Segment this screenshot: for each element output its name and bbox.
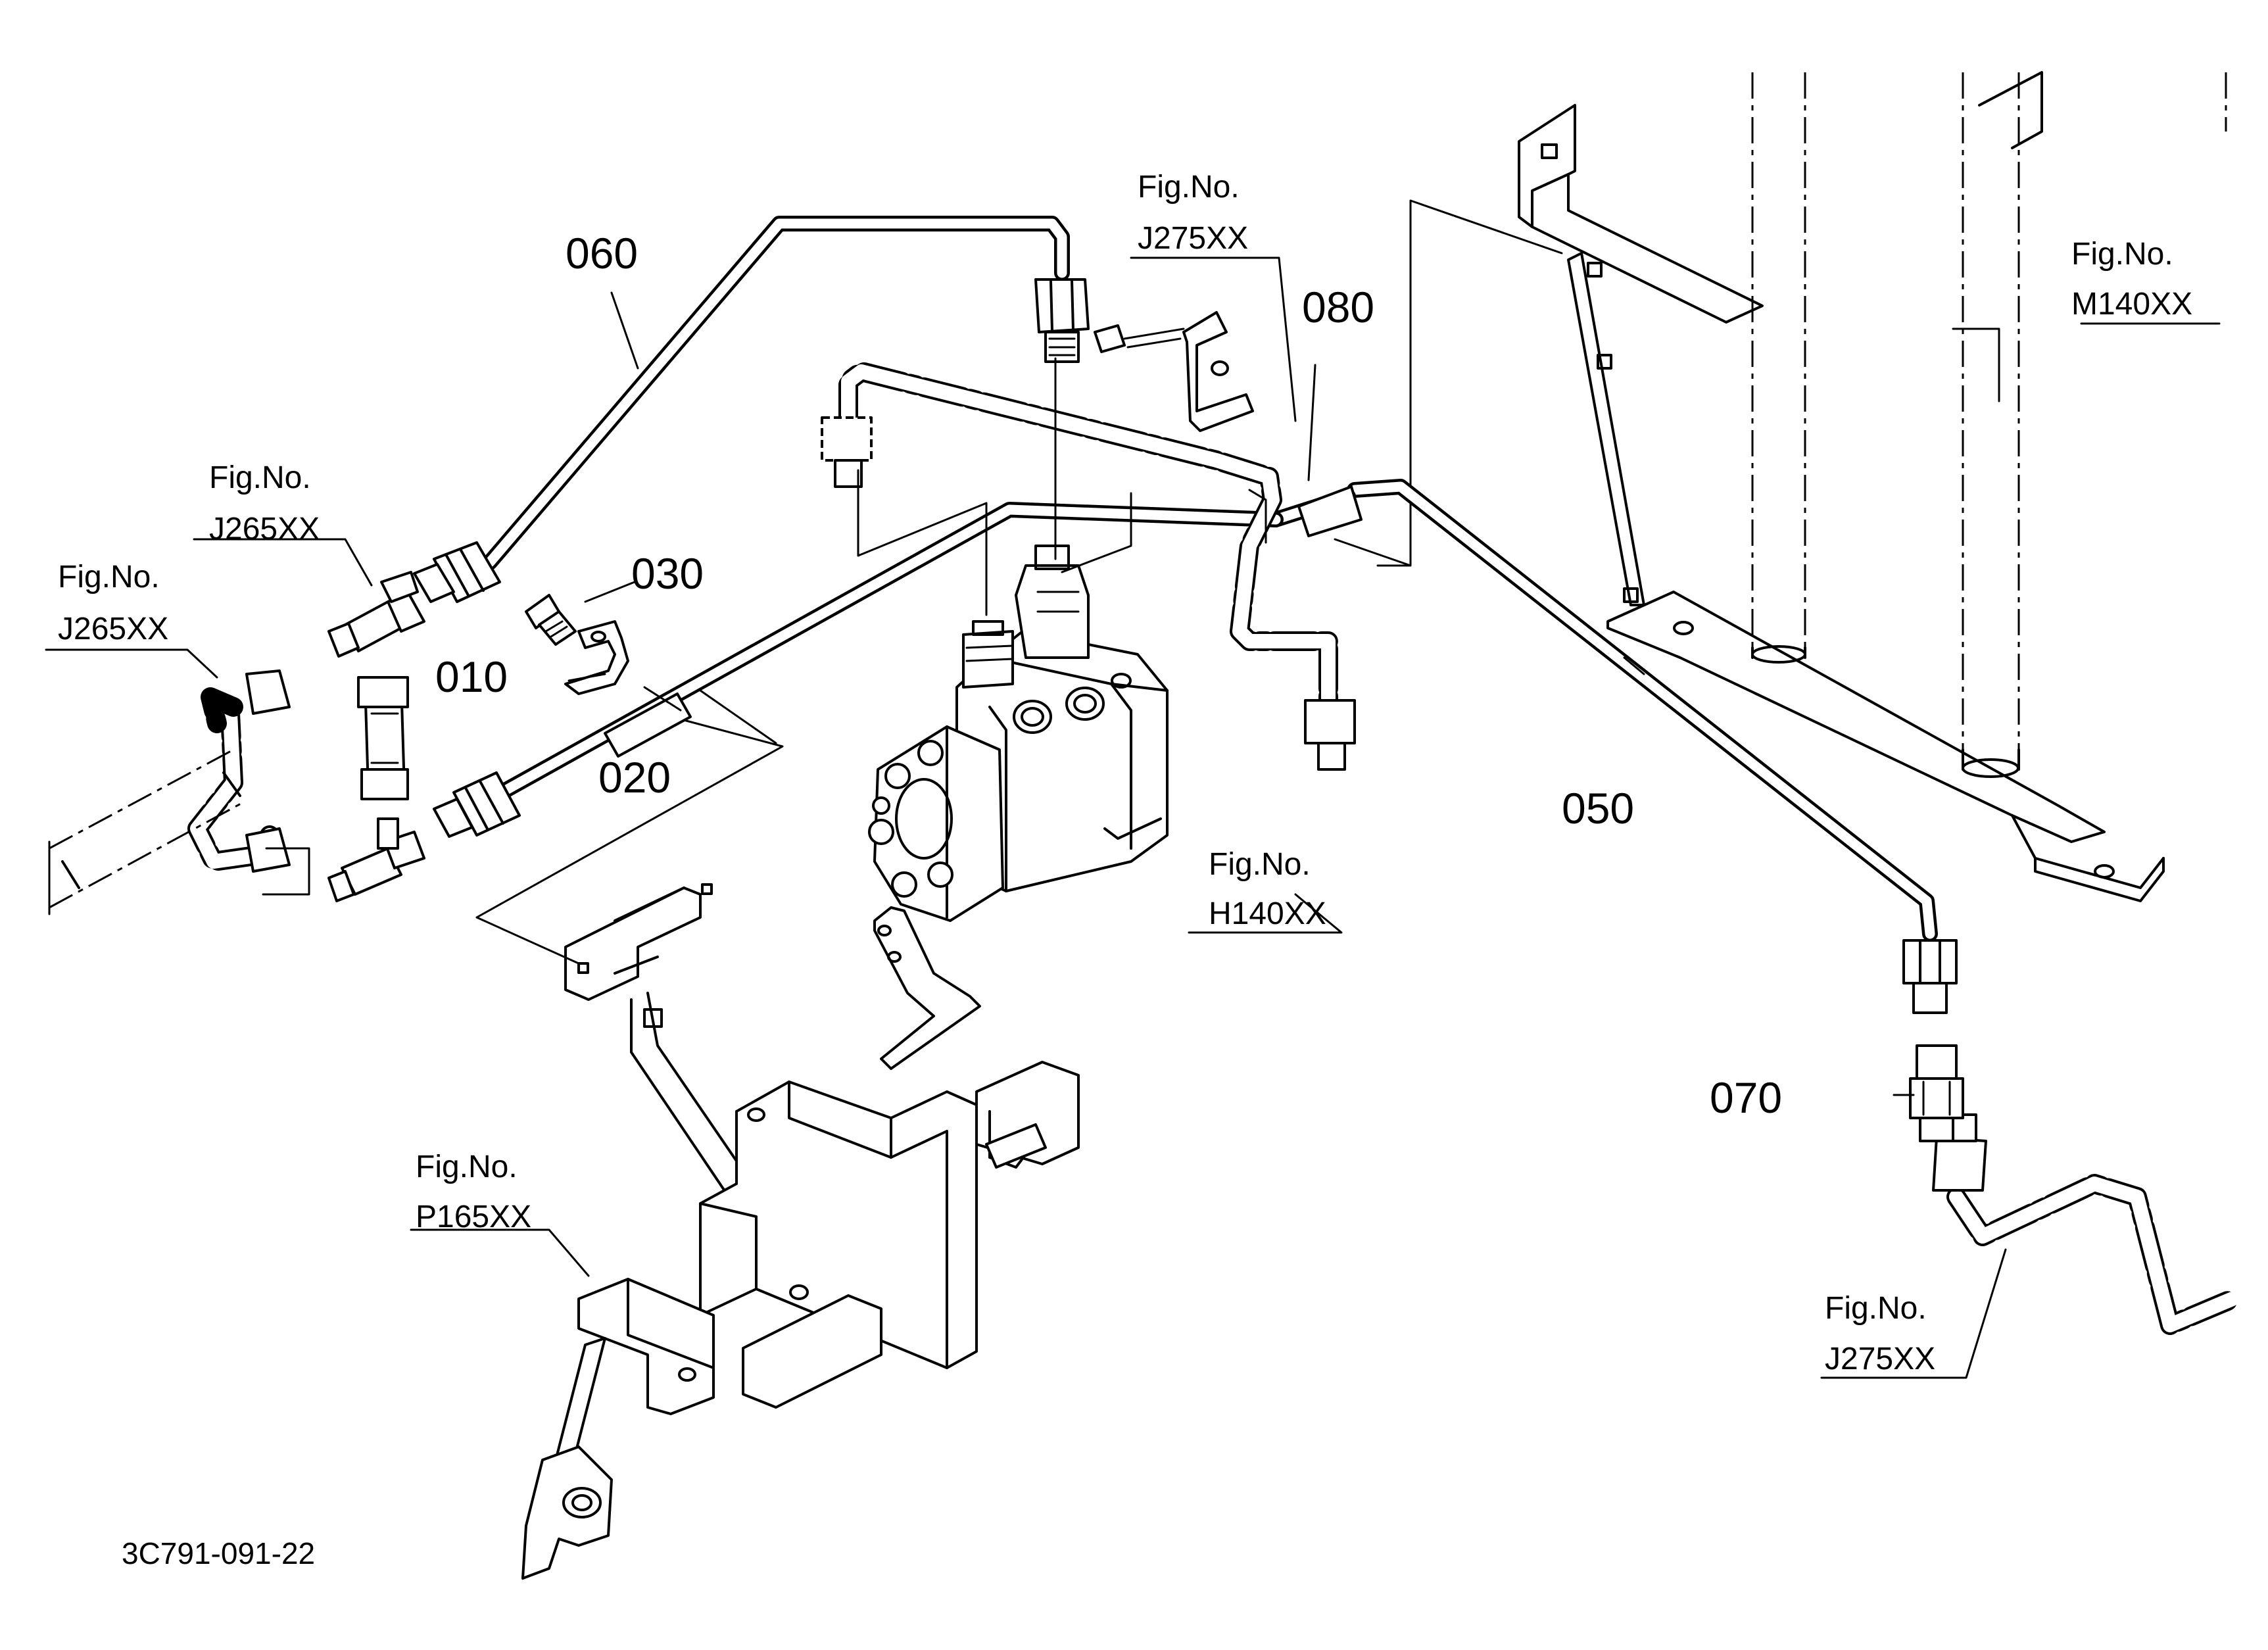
pipe-080[interactable] — [1268, 485, 1363, 537]
fig-ref-j275-bottom: J275XX — [1825, 1342, 1935, 1376]
fig-ref-j275-bottom-prefix: Fig.No. — [1825, 1291, 1927, 1326]
part-labels: 060 080 030 010 020 050 070 — [435, 229, 1782, 1122]
fig-ref-j275-top: J275XX — [1138, 221, 1248, 256]
fig-ref-j265-left: J265XX — [58, 612, 168, 646]
label-060: 060 — [566, 229, 638, 278]
fig-ref-m140-prefix: Fig.No. — [2071, 237, 2173, 272]
drawing-code: 3C791-091-22 — [122, 1536, 315, 1570]
tee-fittings[interactable] — [262, 571, 425, 902]
ghost-fittings — [245, 416, 1987, 1192]
fig-ref-h140: H140XX — [1209, 896, 1326, 931]
pipe-060[interactable] — [413, 216, 1090, 603]
adaptor-070[interactable] — [1909, 1044, 1964, 1142]
support-bracket — [475, 719, 1080, 1580]
fig-ref-h140-prefix: Fig.No. — [1209, 847, 1311, 882]
label-010: 010 — [435, 652, 508, 701]
bolt-030[interactable] — [525, 594, 577, 646]
fig-ref-j265-upper-prefix: Fig.No. — [209, 460, 311, 495]
hose-clamp-bracket — [1094, 311, 1254, 432]
fig-ref-j265-upper: J265XX — [209, 512, 320, 546]
clamp-010[interactable] — [564, 620, 629, 695]
fig-ref-m140: M140XX — [2071, 287, 2192, 322]
fig-ref-j275-top-prefix: Fig.No. — [1138, 170, 1240, 205]
leader-box-lines — [699, 357, 1267, 744]
fig-ref-p165: P165XX — [416, 1200, 531, 1234]
fig-ref-j265-left-prefix: Fig.No. — [58, 560, 160, 594]
label-070: 070 — [1710, 1073, 1782, 1122]
fig-ref-p165-prefix: Fig.No. — [416, 1150, 518, 1184]
label-050: 050 — [1562, 784, 1634, 833]
fig-refs: Fig.No. J265XX Fig.No. J265XX Fig.No. J2… — [58, 170, 2192, 1376]
label-030: 030 — [631, 549, 704, 598]
steering-unit — [868, 545, 1169, 922]
frame-structure — [1334, 71, 2227, 902]
pipe-020[interactable] — [433, 502, 1284, 838]
pipe-050[interactable] — [1347, 479, 1958, 1014]
leader-lines — [45, 256, 2221, 1379]
label-080: 080 — [1302, 283, 1374, 331]
label-020: 020 — [598, 753, 671, 802]
